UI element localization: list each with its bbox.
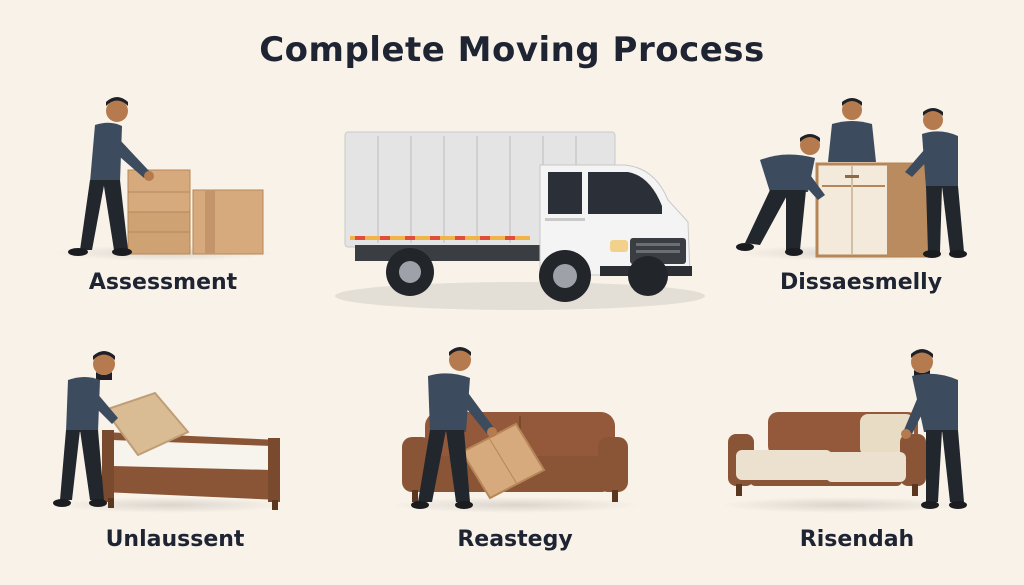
worker-carrying-box-by-sofa-icon	[390, 347, 640, 513]
step-label-disassembly: Dissaesmelly	[779, 270, 943, 295]
step-label-finish: Risendah	[799, 527, 915, 552]
step-label-assessment: Assessment	[88, 270, 238, 295]
page-title: Complete Moving Process	[259, 30, 765, 70]
worker-arranging-sofa-icon	[720, 349, 967, 513]
worker-with-boxes-icon	[55, 97, 275, 261]
workers-moving-cabinet-icon	[735, 98, 967, 261]
step-label-strategy: Reastegy	[457, 527, 573, 552]
moving-truck-icon	[335, 131, 705, 310]
step-label-unload: Unlaussent	[105, 527, 245, 552]
worker-placing-mattress-icon	[53, 351, 285, 513]
